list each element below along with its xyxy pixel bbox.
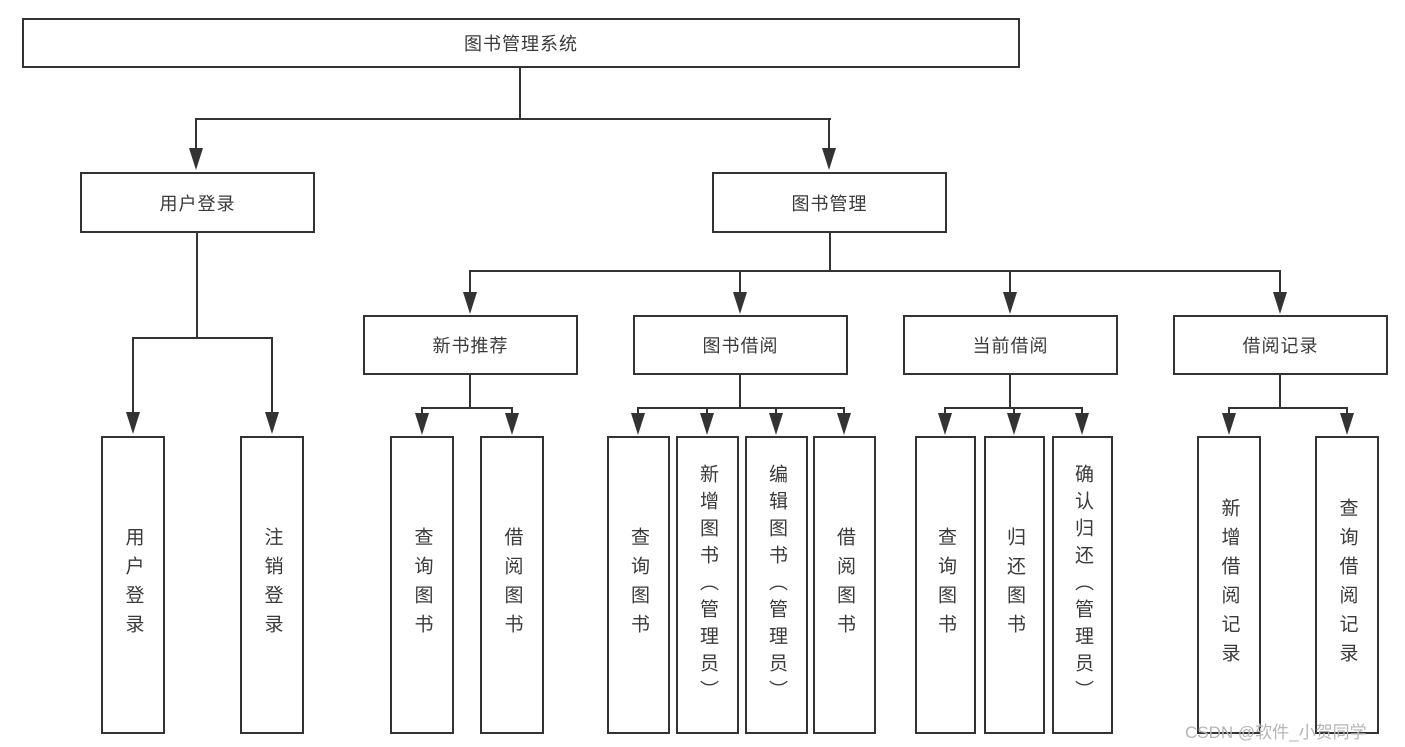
connector-drop (706, 407, 708, 413)
connector-drop (1346, 407, 1348, 413)
arrow-down-icon (1222, 413, 1236, 435)
connector-drop (944, 407, 946, 413)
connector-drop (511, 407, 513, 413)
leaf-label: 借阅图书 (501, 527, 523, 643)
arrow-down-icon (189, 148, 203, 170)
arrow-down-icon (1003, 292, 1017, 314)
connector-drop (1279, 270, 1281, 292)
leaf-label: 归还图书 (1004, 527, 1025, 643)
node-user-login-label: 用户登录 (159, 193, 236, 214)
leaf-query-books-borrow: 查询图书 (607, 436, 670, 734)
arrow-down-icon (126, 412, 140, 434)
connector-root-split (196, 118, 831, 120)
leaf-logout: 注销登录 (240, 436, 304, 734)
connector-drop (637, 407, 639, 413)
csdn-watermark: CSDN @软件_小贺同学 (1185, 723, 1367, 742)
node-library-system-label: 图书管理系统 (464, 34, 578, 54)
arrow-down-icon (631, 413, 645, 435)
connector-user-login-split (132, 337, 273, 339)
connector-drop (469, 270, 471, 292)
leaf-query-books-current: 查询图书 (915, 436, 976, 734)
leaf-label: 查询借阅记录 (1336, 498, 1358, 672)
connector-drop (1081, 407, 1083, 413)
arrow-down-icon (822, 148, 836, 170)
node-borrow-records-label: 借阅记录 (1242, 336, 1319, 356)
arrow-down-icon (700, 413, 714, 435)
node-book-borrow-label: 图书借阅 (702, 336, 779, 356)
arrow-down-icon (463, 292, 477, 314)
node-new-book-recommend-label: 新书推荐 (432, 336, 509, 356)
leaf-query-borrow-record: 查询借阅记录 (1315, 436, 1379, 734)
arrow-down-icon (1075, 413, 1089, 435)
leaf-label: 借阅图书 (834, 527, 855, 643)
leaf-label: 查询图书 (935, 527, 956, 643)
connector-drop (739, 270, 741, 292)
connector-stem (1279, 375, 1281, 407)
node-book-management: 图书管理 (712, 172, 947, 233)
leaf-label: 新增借阅记录 (1218, 498, 1240, 672)
node-current-borrow: 当前借阅 (903, 315, 1118, 375)
leaf-borrow-books-recommend: 借阅图书 (480, 436, 544, 734)
arrow-down-icon (769, 413, 783, 435)
arrow-down-icon (265, 412, 279, 434)
connector-stem (469, 375, 471, 407)
node-user-login: 用户登录 (80, 172, 315, 233)
connector-drop (1013, 407, 1015, 413)
node-current-borrow-label: 当前借阅 (972, 336, 1049, 356)
connector-drop (775, 407, 777, 413)
connector-drop (1009, 270, 1011, 292)
connector-drop (421, 407, 423, 413)
arrow-down-icon (1007, 413, 1021, 435)
connector-drop (271, 337, 273, 412)
arrow-down-icon (1273, 292, 1287, 314)
node-book-borrow: 图书借阅 (633, 315, 848, 375)
connector-book-mgmt-stem (829, 233, 831, 270)
leaf-label: 注销登录 (261, 527, 283, 643)
node-book-management-label: 图书管理 (791, 193, 868, 214)
arrow-down-icon (1340, 413, 1354, 435)
leaf-edit-books-admin: 编辑图书（管理员） (745, 436, 808, 734)
arrow-down-icon (505, 413, 519, 435)
leaf-label: 用户登录 (122, 527, 144, 643)
node-library-system: 图书管理系统 (22, 18, 1020, 68)
leaf-label: 查询图书 (628, 527, 649, 643)
connector-drop (132, 337, 134, 412)
arrow-down-icon (938, 413, 952, 435)
arrow-down-icon (415, 413, 429, 435)
node-borrow-records: 借阅记录 (1173, 315, 1388, 375)
connector-split (637, 407, 845, 409)
leaf-confirm-return-admin: 确认归还（管理员） (1052, 436, 1113, 734)
connector-stem (1009, 375, 1011, 407)
arrow-down-icon (837, 413, 851, 435)
connector-split (1228, 407, 1348, 409)
connector-drop (843, 407, 845, 413)
connector-drop (1228, 407, 1230, 413)
leaf-add-borrow-record: 新增借阅记录 (1197, 436, 1261, 734)
connector-user-login-stem (196, 233, 198, 337)
connector-book-mgmt-split (469, 270, 1281, 272)
leaf-return-books: 归还图书 (984, 436, 1045, 734)
connector-root-stem (519, 68, 521, 118)
leaf-add-books-admin: 新增图书（管理员） (676, 436, 739, 734)
leaf-query-books-recommend: 查询图书 (390, 436, 454, 734)
connector-stem (739, 375, 741, 407)
connector-book-mgmt-drop (828, 118, 830, 149)
leaf-label: 确认归还（管理员） (1072, 463, 1093, 707)
leaf-label: 查询图书 (411, 527, 433, 643)
node-new-book-recommend: 新书推荐 (363, 315, 578, 375)
arrow-down-icon (733, 292, 747, 314)
leaf-borrow-books: 借阅图书 (813, 436, 876, 734)
connector-split (421, 407, 513, 409)
leaf-label: 编辑图书（管理员） (766, 463, 787, 707)
leaf-label: 新增图书（管理员） (697, 463, 718, 707)
leaf-user-login: 用户登录 (101, 436, 165, 734)
connector-user-login-drop (195, 118, 197, 149)
